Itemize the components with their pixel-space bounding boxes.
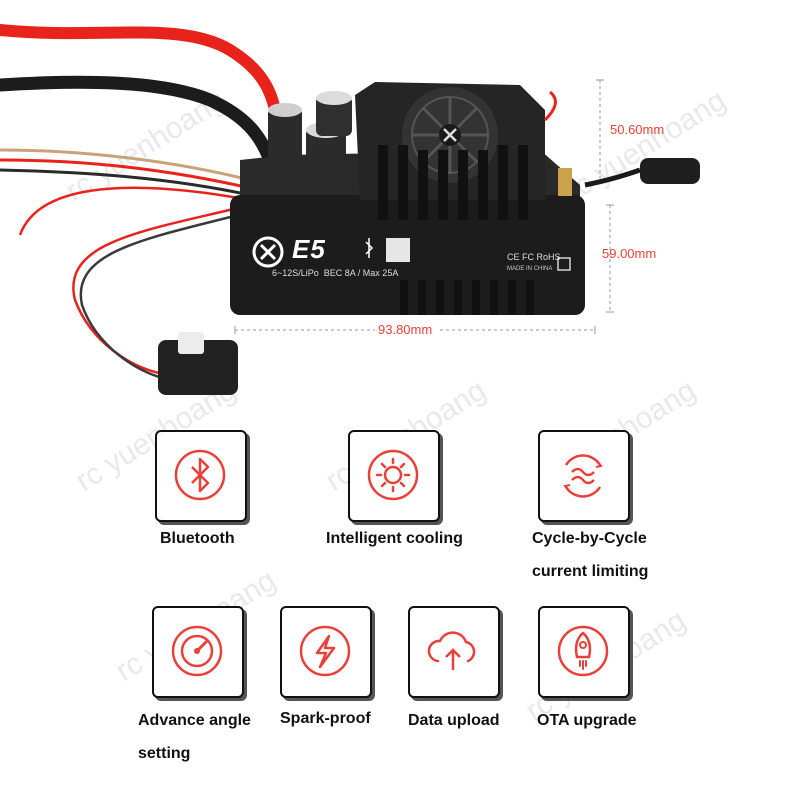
feature-cooling [348,430,440,522]
feature-label: Data upload [408,712,500,729]
esc-cert-text: CE FC RoHS [507,252,561,262]
dimension-width: 93.80mm [378,322,433,337]
feature-label: Spark-proof [280,710,371,727]
heatsink-fins [378,145,534,315]
feature-label-line2: current limiting [532,563,649,580]
feature-label-line2: setting [138,745,191,762]
feature-label: Advance angle [138,712,251,729]
dimension-height-top: 50.60mm [610,122,665,137]
feature-spark-proof [280,606,372,698]
cooling-sun-icon [367,449,419,501]
esc-made-text: MADE IN CHINA [507,266,553,272]
feature-current-limiting [538,430,630,522]
feature-label: Bluetooth [160,530,235,547]
bluetooth-icon [174,449,226,501]
dimension-height-side: 59.00mm [602,246,657,261]
brand-logo-icon [252,236,284,268]
esc-logo-text: E5 [292,234,326,264]
feature-label: Intelligent cooling [326,530,463,547]
gauge-icon [171,625,223,677]
esc-illustration [0,24,700,395]
feature-bluetooth [155,430,247,522]
feature-label: Cycle-by-Cycle [532,530,647,547]
red-power-wire [0,24,286,146]
cloud-upload-icon [427,631,476,670]
lightning-icon [299,625,351,677]
side-connector [640,158,700,184]
program-button [158,332,238,395]
rocket-icon [557,625,609,677]
feature-label: OTA upgrade [537,712,637,729]
feature-data-upload [408,606,500,698]
current-limit-icon [563,454,603,498]
qr-code-icon [386,238,410,262]
feature-ota-upgrade [538,606,630,698]
esc-spec-text: 6~12S/LiPo BEC 8A / Max 25A [272,268,399,278]
feature-advance-angle [152,606,244,698]
black-power-wire [0,75,277,167]
